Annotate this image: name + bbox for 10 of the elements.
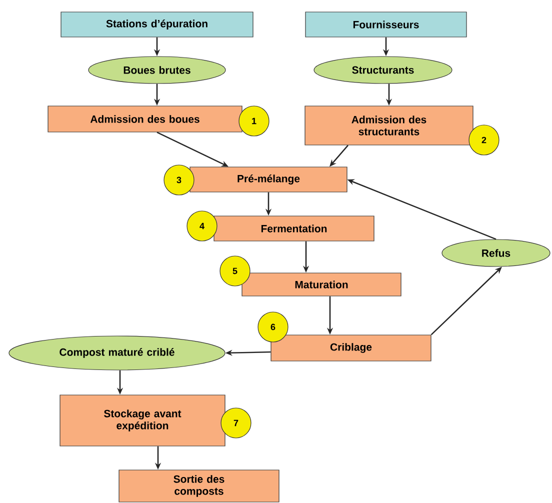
process-box: Stockage avant expédition — [60, 394, 226, 446]
process-box: Fermentation — [214, 216, 374, 242]
source-box: Stations d’épuration — [60, 12, 254, 38]
source-box: Fournisseurs — [305, 12, 467, 38]
process-box: Criblage — [270, 334, 432, 362]
process-box: Admission des boues — [48, 106, 242, 132]
process-box: Sortie des composts — [118, 470, 280, 502]
process-box: Pré-mélange — [190, 166, 348, 192]
process-box: Admission des structurants — [304, 106, 474, 146]
process-box: Maturation — [242, 272, 402, 296]
